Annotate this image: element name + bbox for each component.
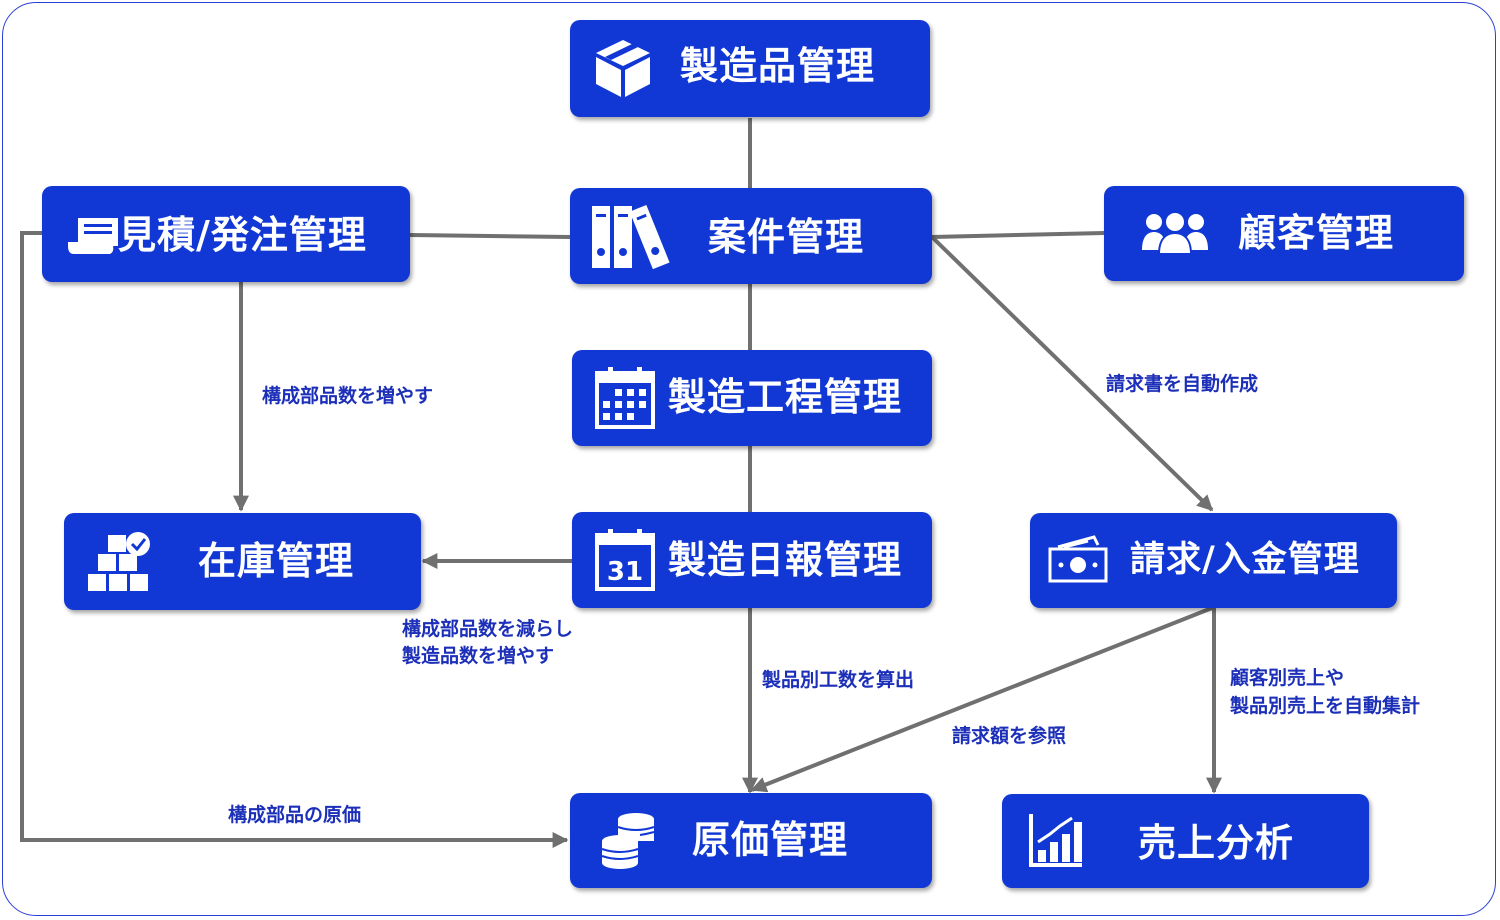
node-label: 在庫管理 xyxy=(198,539,355,583)
node-label: 製造日報管理 xyxy=(668,538,903,582)
node-label: 原価管理 xyxy=(692,818,849,862)
node-label: 売上分析 xyxy=(1138,821,1295,865)
annotation-reduce-parts-line2: 製造品数を増やす xyxy=(402,645,555,667)
money-icon xyxy=(1048,535,1108,583)
node-label: 製造工程管理 xyxy=(668,375,903,419)
node-genka-kanri[interactable]: 原価管理 xyxy=(570,793,932,888)
box-icon xyxy=(596,40,650,97)
annotation-calc-hours: 製品別工数を算出 xyxy=(762,669,915,691)
arrow-mitsumori-genka xyxy=(20,231,569,848)
node-seizou-koutei-kanri[interactable]: 製造工程管理 xyxy=(572,350,932,446)
node-label: 請求/入金管理 xyxy=(1130,540,1360,580)
boxes-check-icon xyxy=(88,532,150,591)
node-label: 製造品管理 xyxy=(680,44,876,88)
annotation-parts-cost: 構成部品の原価 xyxy=(228,804,362,826)
coins-icon xyxy=(601,813,655,869)
calendar-icon xyxy=(595,367,655,429)
bar-chart-icon xyxy=(1029,814,1082,867)
annotation-refer-amount: 請求額を参照 xyxy=(952,725,1067,747)
node-zaiko-kanri[interactable]: 在庫管理 xyxy=(64,513,421,610)
document-icon xyxy=(68,218,118,254)
binders-icon xyxy=(592,204,670,270)
node-seikyu-nyukin-kanri[interactable]: 請求/入金管理 xyxy=(1030,513,1397,608)
node-seizou-nippou-kanri[interactable]: 31 製造日報管理 xyxy=(572,512,932,608)
annotation-increase-parts: 構成部品数を増やす xyxy=(262,385,434,407)
line-mitsumori-anken xyxy=(409,233,571,239)
annotation-sales-line1: 顧客別売上や xyxy=(1230,667,1345,689)
arrow-seikyu-genka xyxy=(750,606,1213,793)
users-icon xyxy=(1142,211,1208,254)
node-seizouhin-kanri[interactable]: 製造品管理 xyxy=(570,20,930,117)
node-uriage-bunseki[interactable]: 売上分析 xyxy=(1002,794,1369,888)
calendar-day-number: 31 xyxy=(607,557,643,587)
node-anken-kanri[interactable]: 案件管理 xyxy=(570,188,932,284)
node-label: 顧客管理 xyxy=(1238,211,1395,255)
node-mitsumori-hatchu-kanri[interactable]: 見積/発注管理 xyxy=(42,186,410,282)
annotation-reduce-parts-line1: 構成部品数を減らし xyxy=(402,618,574,640)
line-anken-kokyaku xyxy=(931,231,1105,239)
calendar-31-icon: 31 xyxy=(595,529,655,591)
annotation-auto-invoice: 請求書を自動作成 xyxy=(1106,373,1259,395)
node-label: 見積/発注管理 xyxy=(118,213,367,257)
node-label: 案件管理 xyxy=(708,215,865,259)
node-kokyaku-kanri[interactable]: 顧客管理 xyxy=(1104,186,1464,281)
arrow-anken-seikyu xyxy=(930,235,1214,512)
annotation-sales-line2: 製品別売上を自動集計 xyxy=(1230,695,1421,717)
